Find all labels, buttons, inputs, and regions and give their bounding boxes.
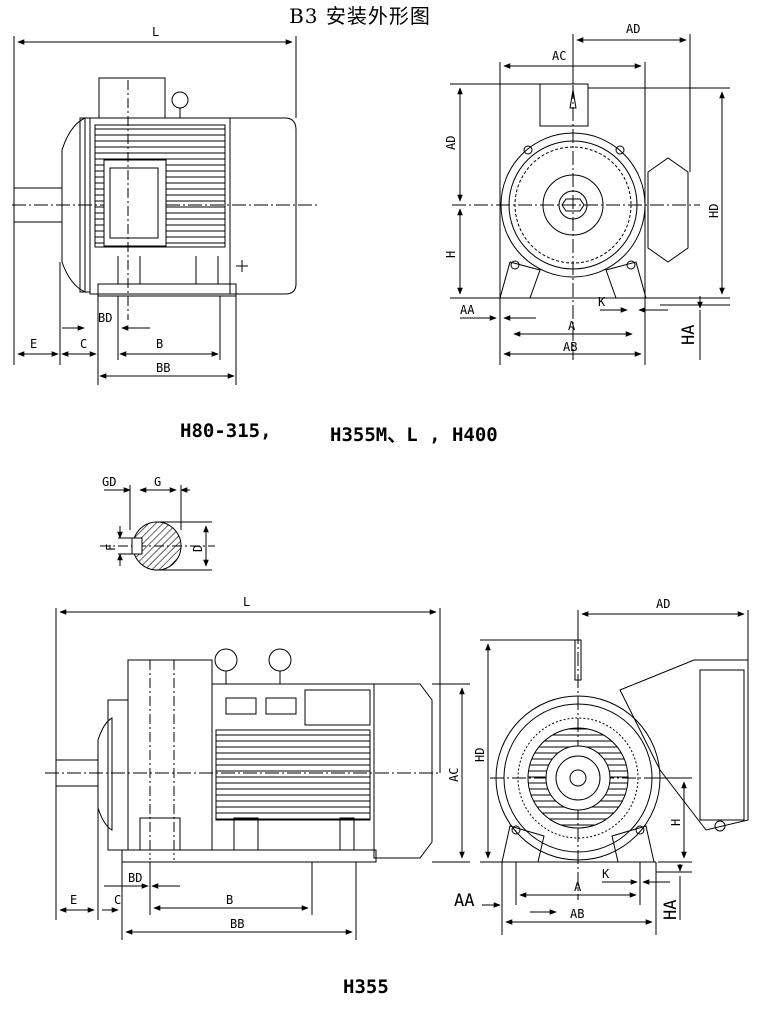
label-L-top: L: [152, 25, 159, 39]
top-end-dimensions: [450, 34, 730, 365]
label-H-top: H: [444, 251, 458, 258]
top-side-view: [12, 77, 318, 320]
label-BB-top: BB: [156, 361, 170, 375]
label-AB-top: AB: [563, 340, 577, 354]
label-HA-top: HA: [679, 325, 699, 345]
label-AA-top: AA: [460, 303, 475, 317]
label-AD-top: AD: [626, 22, 640, 36]
dimension-text: L E C BD B BB AD AC AD H HD AA K A AB HA…: [30, 22, 721, 931]
label-BD-bottom: BD: [128, 871, 142, 885]
label-C-top: C: [80, 337, 87, 351]
label-A-bottom: A: [574, 880, 582, 894]
label-AC-top: AC: [552, 49, 566, 63]
caption-bottom-series: H355: [343, 976, 389, 998]
label-D: D: [191, 545, 205, 552]
bottom-side-dimensions: [55, 608, 470, 940]
label-BD-top: BD: [98, 311, 112, 325]
top-end-view: [452, 83, 700, 360]
label-H-bottom: H: [669, 819, 683, 826]
label-B-top: B: [156, 337, 163, 351]
label-C-bottom: C: [114, 893, 121, 907]
label-AD-vertical-top: AD: [444, 136, 458, 150]
label-B-bottom: B: [226, 893, 233, 907]
label-K-bottom: K: [602, 867, 610, 881]
label-F: F: [104, 544, 118, 551]
caption-top-series-2: H355M、L , H400: [330, 424, 498, 446]
label-L-bottom: L: [243, 595, 250, 609]
label-A-top: A: [568, 319, 576, 333]
label-E-bottom: E: [70, 893, 77, 907]
drawing-title: B3 安装外形图: [289, 4, 431, 28]
label-K-top: K: [598, 295, 606, 309]
label-AA-bottom: AA: [454, 891, 474, 911]
shaft-section: [100, 485, 215, 571]
label-BB-bottom: BB: [230, 917, 244, 931]
label-AB-bottom: AB: [570, 907, 584, 921]
label-HA-bottom: HA: [661, 900, 681, 920]
label-AC-bottom: AC: [447, 768, 461, 782]
caption-top-series: H80-315,: [180, 420, 272, 442]
label-AD-bottom: AD: [656, 597, 670, 611]
bottom-end-view: [490, 630, 749, 900]
label-HD-top: HD: [707, 204, 721, 218]
bottom-end-dimensions: [480, 610, 749, 935]
label-G: G: [154, 475, 161, 489]
top-side-dimensions: [13, 36, 297, 385]
label-HD-bottom: HD: [473, 748, 487, 762]
label-E-top: E: [30, 337, 37, 351]
label-GD: GD: [102, 475, 116, 489]
bottom-side-view: [45, 648, 440, 863]
